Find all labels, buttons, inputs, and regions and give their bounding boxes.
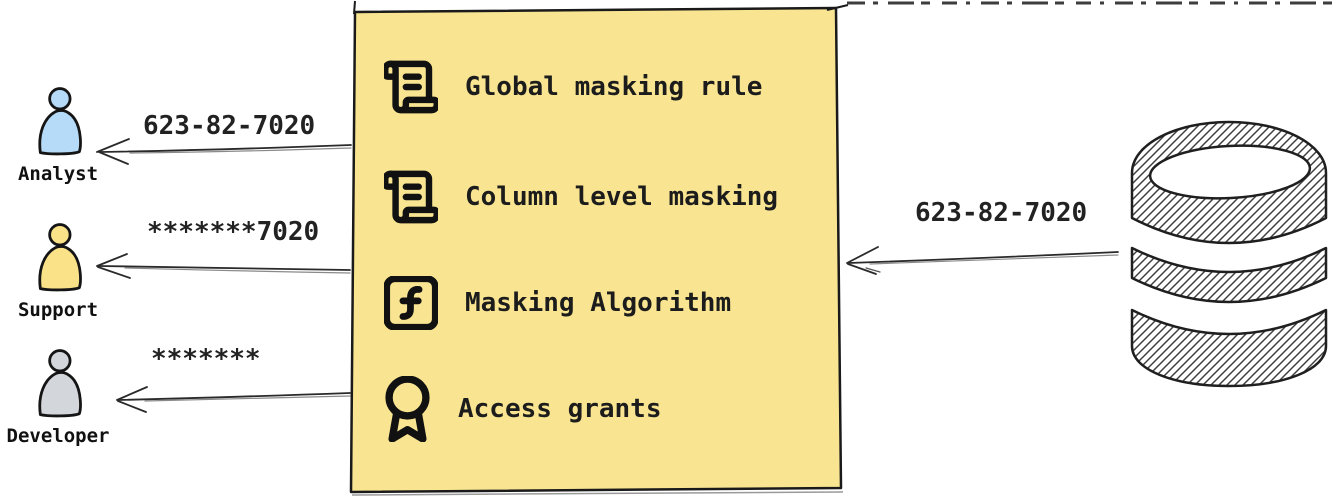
person-icon [38, 223, 82, 292]
source-value: 623-82-7020 [915, 198, 1088, 228]
masking-box-item-label: Masking Algorithm [465, 288, 732, 318]
masking-box-item-masking-algorithm: Masking Algorithm [384, 274, 731, 332]
masked-value-support: *******7020 [147, 217, 320, 247]
arrow-to-analyst [96, 138, 352, 165]
persona-label: Developer [6, 425, 110, 447]
persona-analyst: Analyst [0, 84, 116, 185]
scroll-text-icon [384, 170, 438, 224]
arrow-to-support [96, 253, 351, 279]
masking-box-shape [349, 0, 849, 496]
masked-value-developer: ******* [151, 344, 261, 374]
masking-box-item-label: Global masking rule [465, 72, 763, 102]
persona-developer: Developer [0, 346, 116, 447]
persona-label: Support [17, 299, 99, 321]
persona-label: Analyst [17, 163, 99, 185]
award-icon [385, 376, 430, 442]
masking-box-item-access-grants: Access grants [384, 376, 662, 442]
masking-box-item-label: Access grants [458, 394, 662, 424]
arrow-to-developer [116, 386, 351, 413]
function-square-icon [384, 276, 438, 330]
arrow-from-database [846, 246, 1119, 275]
masked-value-analyst: 623-82-7020 [143, 111, 316, 141]
masking-box-item-global-rule: Global masking rule [384, 59, 762, 115]
masking-box-item-label: Column level masking [465, 182, 779, 212]
person-icon [38, 87, 82, 156]
person-icon [38, 349, 82, 418]
persona-support: Support [0, 220, 116, 321]
masking-box-item-column-masking: Column level masking [384, 169, 778, 225]
scroll-text-icon [384, 60, 438, 114]
database-icon [1130, 120, 1328, 388]
